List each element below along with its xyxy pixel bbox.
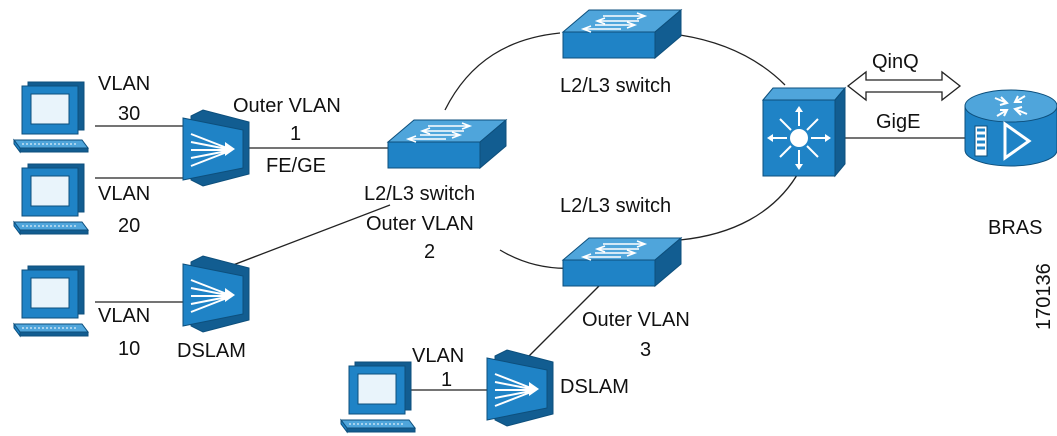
link-switch3-dslam3 [524,284,601,361]
ring-link-left-top [444,32,561,111]
outer-vlan1-label: Outer VLAN [233,95,341,117]
layer3-switch-icon [762,87,846,177]
computer-icon [13,81,89,153]
bras-router-icon [963,88,1057,168]
outer-vlan3-label: Outer VLAN [582,309,690,331]
outer-vlan3-number: 3 [640,339,651,361]
links [95,32,965,391]
qinq-arrow-icon [846,70,962,102]
bras-label: BRAS [988,217,1042,239]
vlan10-label: VLAN [98,305,150,327]
outer-vlan1-number: 1 [290,123,301,145]
labels: VLAN 30 VLAN 20 VLAN 10 VLAN 1 Outer VLA… [98,51,1055,398]
computer-icon [13,265,89,337]
switch-top-label: L2/L3 switch [560,75,671,97]
vlan1-label: VLAN [412,345,464,367]
switch-icon [387,119,507,169]
gige-label: GigE [876,111,920,133]
dslam-icon [486,349,554,427]
switch-icon [562,9,682,59]
link-dslam2-switch [219,204,391,271]
vlan20-number: 20 [118,215,140,237]
computer-icon [340,361,416,433]
outer-vlan2-label: Outer VLAN [366,213,474,235]
fe-ge-label: FE/GE [266,155,326,177]
vlan10-number: 10 [118,338,140,360]
vlan30-label: VLAN [98,73,150,95]
figure-id: 170136 [1033,263,1055,330]
switch-bottom-label: L2/L3 switch [560,195,671,217]
vlan30-number: 30 [118,103,140,125]
vlan20-label: VLAN [98,183,150,205]
ring-link-right-bottom [679,169,801,241]
dslam-icon [182,109,250,187]
dslam-icon [182,255,250,333]
computer-icon [13,163,89,235]
ring-link-top-right [679,34,786,86]
switch-icon [562,237,682,287]
vlan1-number: 1 [441,369,452,391]
outer-vlan2-number: 2 [424,241,435,263]
switch-center-label: L2/L3 switch [364,183,475,205]
dslam-bottom-label: DSLAM [560,376,629,398]
dslam-left-label: DSLAM [177,340,246,362]
qinq-label: QinQ [872,51,919,73]
